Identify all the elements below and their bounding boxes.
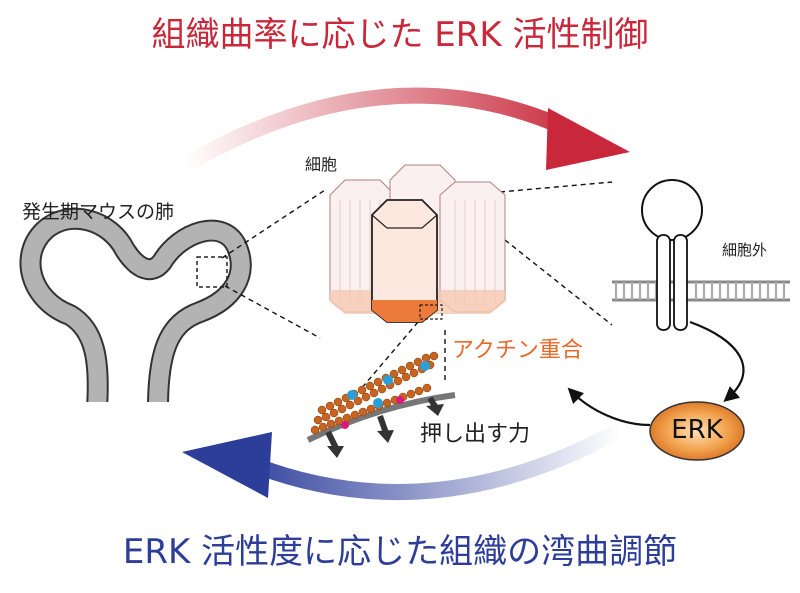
lung-tissue-illustration [19,207,252,414]
title-top: 組織曲率に応じた ERK 活性制御 [151,15,649,55]
erk-label: ERK [671,415,723,445]
pushing-force-label: 押し出す力 [420,422,531,447]
top-curved-arrow [177,87,630,173]
lung-label: 発生期マウスの肺 [22,201,175,223]
cell-membrane-illustration [612,179,790,331]
actin-filaments-illustration [306,351,456,458]
title-bottom: ERK 活性度に応じた組織の湾曲調節 [122,532,678,572]
receptor-to-erk-arrow [689,320,745,403]
actin-polymerization-label: アクチン重合 [452,338,583,363]
ligand-circle [641,179,703,241]
hexagonal-cells-illustration [329,164,506,323]
zoom-box [196,256,228,288]
extracellular-label: 細胞外 [722,241,768,259]
actin-zoom-box [419,304,443,320]
bottom-curved-arrow [182,422,628,501]
zoom-lines [221,181,613,391]
erk-ellipse [649,401,745,461]
erk-to-actin-arrow [567,387,651,427]
receptor [656,234,671,331]
cell-label: 細胞 [305,155,338,174]
